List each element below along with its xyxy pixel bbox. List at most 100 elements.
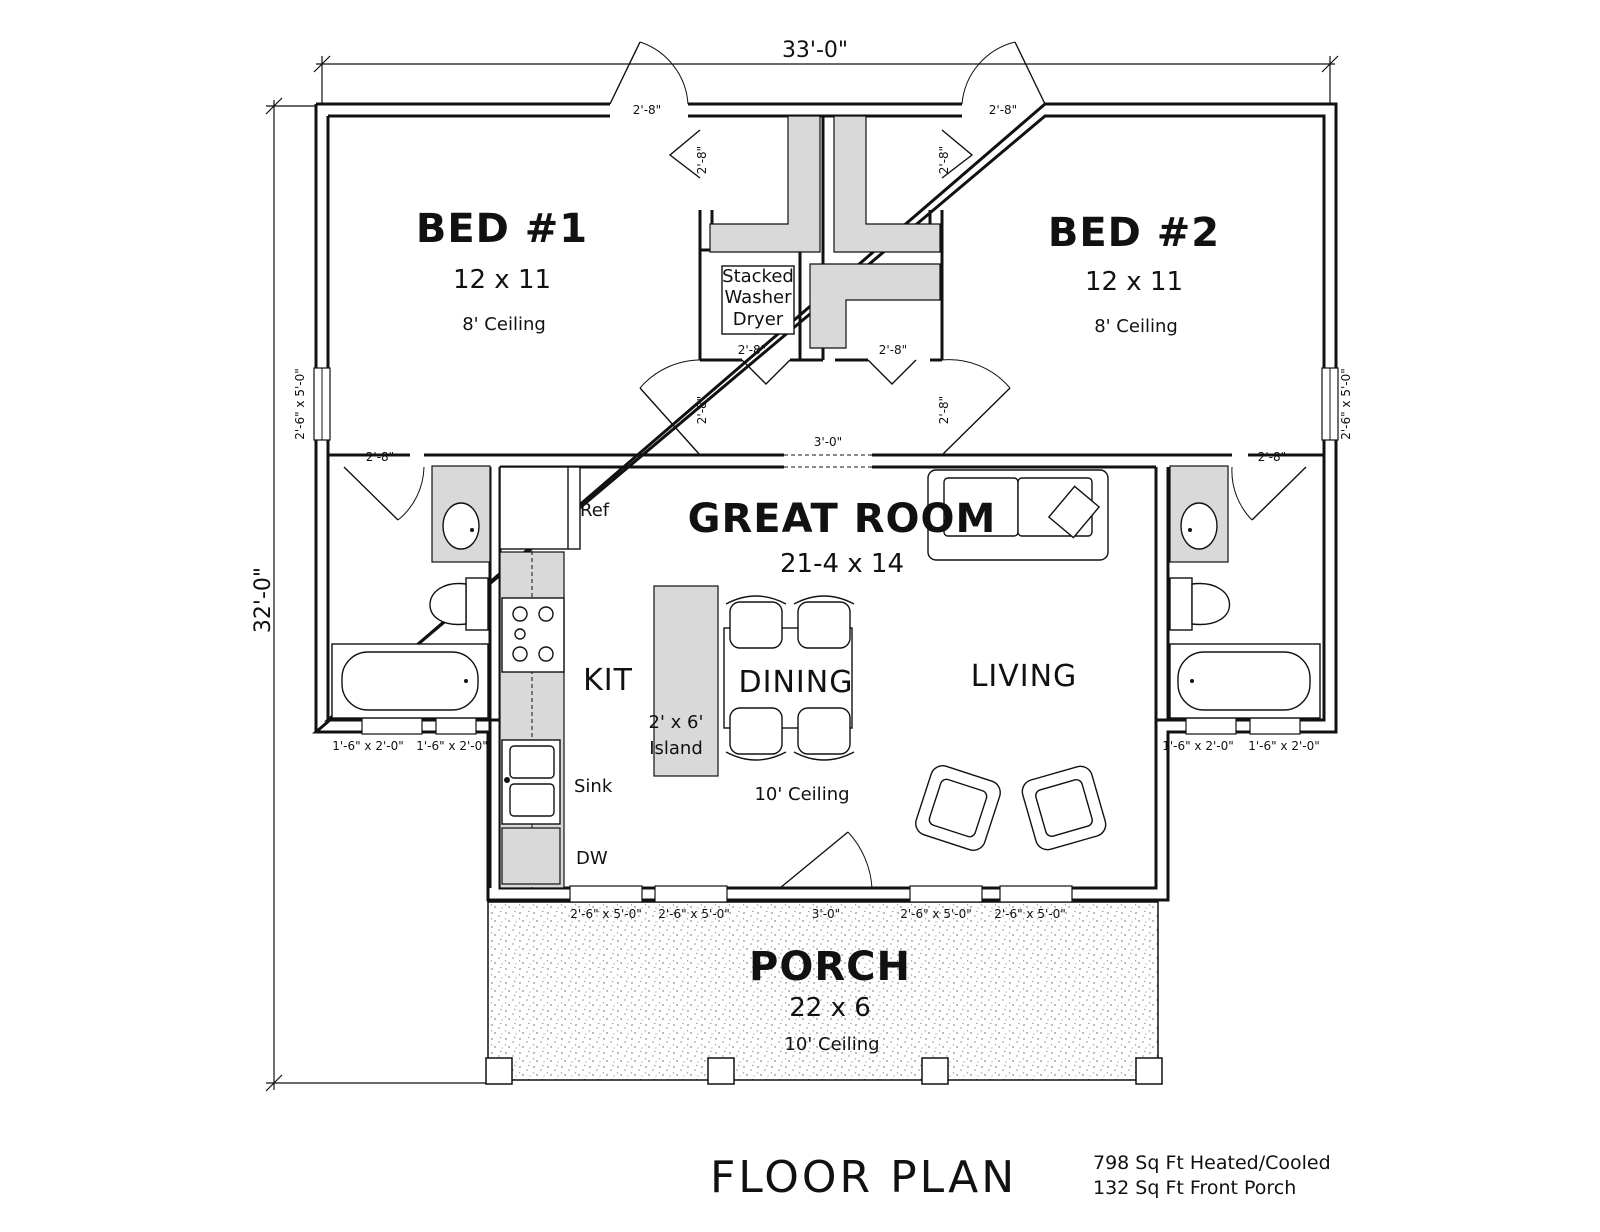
front-window bbox=[909, 885, 983, 903]
porch-post bbox=[707, 1057, 735, 1085]
door-size-label: 2'-8" bbox=[366, 450, 394, 464]
bed1-label: BED #1 bbox=[416, 206, 588, 252]
porch-ceiling: 10' Ceiling bbox=[784, 1034, 879, 1055]
bath2-door[interactable] bbox=[1231, 466, 1307, 521]
closet-door[interactable] bbox=[668, 129, 701, 179]
island-size-label: 2' x 6' bbox=[649, 712, 704, 733]
door-size-label: 3'-0" bbox=[812, 907, 840, 921]
opening-size-label: 3'-0" bbox=[814, 435, 842, 449]
door-size-label: 2'-8" bbox=[879, 343, 907, 357]
door-size-label: 2'-8" bbox=[937, 396, 951, 424]
plan-title: FLOOR PLAN bbox=[710, 1152, 1017, 1203]
bed1-exterior-door[interactable] bbox=[609, 41, 689, 105]
dining-label: DINING bbox=[739, 665, 854, 700]
kitchen-sink bbox=[501, 739, 561, 825]
window-size-label: 2'-6" x 5'-0" bbox=[994, 907, 1066, 921]
bath2-window bbox=[1249, 717, 1301, 735]
ref-label: Ref bbox=[580, 500, 610, 521]
bath1-toilet bbox=[429, 577, 489, 631]
hall-closet-door[interactable] bbox=[867, 359, 917, 385]
bed1-door[interactable] bbox=[639, 359, 701, 456]
bath2-toilet bbox=[1169, 577, 1231, 631]
bed2-door[interactable] bbox=[941, 359, 1011, 456]
door-size-label: 2'-8" bbox=[937, 146, 951, 174]
bed2-label: BED #2 bbox=[1048, 210, 1220, 256]
dimension-width: 33'-0" bbox=[313, 38, 1339, 104]
bath1-tub bbox=[331, 643, 489, 719]
kitchen-label: KIT bbox=[583, 663, 633, 698]
washer-dryer bbox=[721, 265, 795, 335]
bed1-ceiling: 8' Ceiling bbox=[462, 314, 546, 335]
sofa bbox=[927, 469, 1109, 561]
dining-chair bbox=[793, 595, 855, 649]
bath1-door[interactable] bbox=[343, 466, 425, 521]
bath1-window bbox=[435, 717, 477, 735]
front-door[interactable] bbox=[779, 831, 873, 889]
window-size-label: 1'-6" x 2'-0" bbox=[332, 739, 404, 753]
closet-bed2 bbox=[833, 115, 941, 253]
bed2-exterior-door[interactable] bbox=[961, 41, 1046, 105]
stacked-label: Stacked bbox=[722, 266, 794, 287]
window-size-label: 2'-6" x 5'-0" bbox=[1339, 368, 1353, 440]
dining-chair bbox=[725, 595, 787, 649]
window-size-label: 1'-6" x 2'-0" bbox=[416, 739, 488, 753]
porch-label: PORCH bbox=[749, 944, 911, 990]
door-size-label: 2'-8" bbox=[695, 146, 709, 174]
door-size-label: 2'-8" bbox=[1258, 450, 1286, 464]
door-size-label: 2'-8" bbox=[695, 396, 709, 424]
sink-label: Sink bbox=[574, 776, 613, 797]
bath2-window bbox=[1185, 717, 1237, 735]
front-window bbox=[569, 885, 643, 903]
window-size-label: 2'-6" x 5'-0" bbox=[293, 368, 307, 440]
bath1-sink bbox=[442, 502, 480, 550]
bed2-window bbox=[1321, 367, 1339, 441]
island-label: Island bbox=[649, 738, 703, 759]
closet-door[interactable] bbox=[941, 129, 974, 179]
great-room-ceiling: 10' Ceiling bbox=[754, 784, 849, 805]
bath2-sink bbox=[1180, 502, 1218, 550]
refrigerator bbox=[499, 466, 581, 550]
overall-width-label: 33'-0" bbox=[782, 38, 848, 63]
window-size-label: 1'-6" x 2'-0" bbox=[1248, 739, 1320, 753]
window-size-label: 1'-6" x 2'-0" bbox=[1162, 739, 1234, 753]
door-size-label: 2'-8" bbox=[738, 343, 766, 357]
closet-hall bbox=[809, 263, 941, 349]
great-room-size: 21-4 x 14 bbox=[780, 549, 904, 579]
dining-chair bbox=[793, 707, 855, 761]
bath1-window bbox=[361, 717, 423, 735]
porch-post bbox=[1135, 1057, 1163, 1085]
dw-label: DW bbox=[576, 848, 608, 869]
porch-post bbox=[485, 1057, 513, 1085]
armchair bbox=[915, 765, 1001, 851]
window-size-label: 2'-6" x 5'-0" bbox=[570, 907, 642, 921]
dimension-depth: 32'-0" bbox=[251, 97, 500, 1092]
great-room-label: GREAT ROOM bbox=[688, 496, 997, 542]
porch-area-note: 132 Sq Ft Front Porch bbox=[1093, 1177, 1296, 1199]
living-label: LIVING bbox=[971, 659, 1078, 694]
armchair bbox=[1021, 765, 1107, 851]
door-size-label: 2'-8" bbox=[633, 103, 661, 117]
bed2-size: 12 x 11 bbox=[1085, 267, 1183, 297]
porch-post bbox=[921, 1057, 949, 1085]
dishwasher bbox=[501, 827, 561, 885]
range bbox=[501, 597, 565, 673]
front-window bbox=[999, 885, 1073, 903]
laundry-door[interactable] bbox=[741, 359, 791, 385]
closet-bed1 bbox=[709, 115, 821, 253]
island bbox=[653, 585, 719, 777]
window-size-label: 2'-6" x 5'-0" bbox=[900, 907, 972, 921]
washer-label: Washer bbox=[725, 287, 793, 308]
dining-chair bbox=[725, 707, 787, 761]
overall-depth-label: 32'-0" bbox=[251, 567, 276, 633]
bath1-vanity bbox=[431, 465, 491, 563]
heated-area-note: 798 Sq Ft Heated/Cooled bbox=[1093, 1152, 1331, 1174]
bed1-window bbox=[313, 367, 331, 441]
door-size-label: 2'-8" bbox=[989, 103, 1017, 117]
window-size-label: 2'-6" x 5'-0" bbox=[658, 907, 730, 921]
dryer-label: Dryer bbox=[733, 309, 784, 330]
bed1-size: 12 x 11 bbox=[453, 265, 551, 295]
front-window bbox=[654, 885, 728, 903]
porch-floor bbox=[487, 901, 1159, 1081]
porch-size: 22 x 6 bbox=[789, 993, 871, 1023]
